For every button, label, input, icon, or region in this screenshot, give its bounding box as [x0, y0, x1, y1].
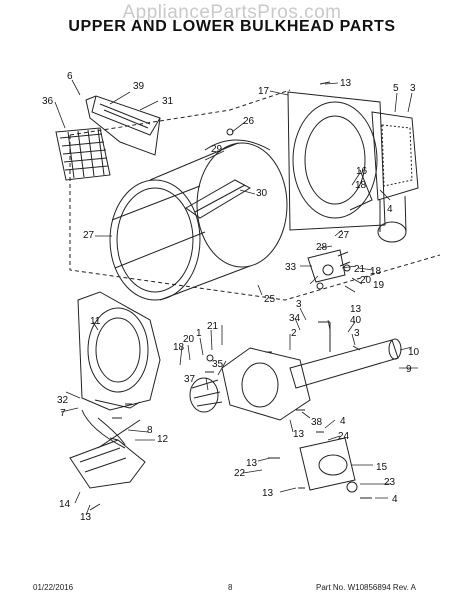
callout-label: 24 — [338, 431, 350, 442]
callout-label: 40 — [350, 315, 362, 326]
callout-label: 15 — [376, 462, 388, 473]
callout-label: 13 — [340, 78, 352, 89]
footer-date: 01/22/2016 — [33, 583, 74, 592]
callout-label: 32 — [57, 395, 69, 406]
callout-label: 4 — [392, 494, 398, 505]
drum-part — [109, 142, 288, 301]
blower-housing-part — [189, 347, 311, 421]
callout-label: 34 — [289, 313, 301, 324]
callout-label: 26 — [243, 116, 255, 127]
lint-screen-part — [55, 127, 111, 181]
front-bulkhead-part — [77, 291, 161, 411]
callout-label: 3 — [296, 299, 302, 310]
callout-label: 7 — [60, 408, 66, 419]
callout-label: 18 — [173, 342, 185, 353]
lint-duct-part — [69, 417, 146, 489]
front-felt-seal-part — [204, 139, 271, 151]
callout-label: 3 — [354, 328, 360, 339]
support-bracket-part — [307, 249, 346, 283]
callout-label: 19 — [373, 280, 385, 291]
callout-label: 21 — [207, 321, 219, 332]
callout-label: 25 — [264, 294, 276, 305]
callout-label: 28 — [316, 242, 328, 253]
callout-label: 2 — [291, 328, 297, 339]
callout-label: 13 — [246, 458, 258, 469]
callout-label: 18 — [370, 266, 382, 277]
callout-label: 12 — [157, 434, 169, 445]
callout-label: 20 — [183, 334, 195, 345]
footer-part-number: Part No. W10856894 Rev. A — [316, 583, 416, 592]
callout-label: 16 — [356, 166, 368, 177]
heater-duct-part — [371, 111, 419, 243]
callout-label: 1 — [196, 328, 202, 339]
callout-label: 29 — [211, 144, 223, 155]
callout-label: 14 — [59, 499, 71, 510]
callout-label: 13 — [350, 304, 362, 315]
callout-label: 11 — [90, 316, 101, 327]
callout-label: 27 — [83, 230, 95, 241]
callout-label: 13 — [293, 429, 305, 440]
callout-label: 6 — [67, 71, 73, 82]
callout-label: 4 — [387, 204, 393, 215]
callout-label: 10 — [408, 347, 420, 358]
callout-label: 18 — [355, 180, 367, 191]
callout-label: 13 — [262, 488, 274, 499]
footer-page-number: 8 — [228, 583, 233, 592]
callout-label: 4 — [340, 416, 346, 427]
exhaust-duct-part — [289, 338, 402, 389]
callout-label: 30 — [256, 188, 268, 199]
lint-housing-part — [85, 95, 161, 156]
callout-label: 33 — [285, 262, 297, 273]
callout-label: 36 — [42, 96, 54, 107]
callout-label: 8 — [147, 425, 153, 436]
watermark: AppliancePartsPros.com — [122, 2, 342, 23]
callout-labels: 6 39 36 31 26 29 30 27 17 13 5 3 4 16 18… — [42, 71, 420, 523]
callout-label: 17 — [258, 86, 270, 97]
callout-label: 39 — [133, 81, 145, 92]
bracket-duct-part — [299, 437, 358, 493]
lint-seal-part — [81, 409, 126, 449]
callout-label: 13 — [80, 512, 92, 523]
callout-label: 23 — [384, 477, 396, 488]
callout-label: 20 — [360, 275, 372, 286]
screw-icons — [89, 81, 372, 511]
rear-bulkhead-part — [287, 91, 386, 231]
callout-label: 31 — [162, 96, 174, 107]
page-title: UPPER AND LOWER BULKHEAD PARTS — [68, 18, 396, 35]
callout-label: 37 — [184, 374, 196, 385]
callout-label: 5 — [393, 83, 399, 94]
callout-label: 3 — [410, 83, 416, 94]
callout-label: 35 — [212, 359, 224, 370]
dashed-boundary-upper-right — [69, 89, 291, 136]
callout-label: 9 — [406, 364, 412, 375]
callout-label: 21 — [354, 264, 366, 275]
callout-label: 27 — [338, 230, 350, 241]
callout-label: 22 — [234, 468, 246, 479]
callout-label: 38 — [311, 417, 323, 428]
